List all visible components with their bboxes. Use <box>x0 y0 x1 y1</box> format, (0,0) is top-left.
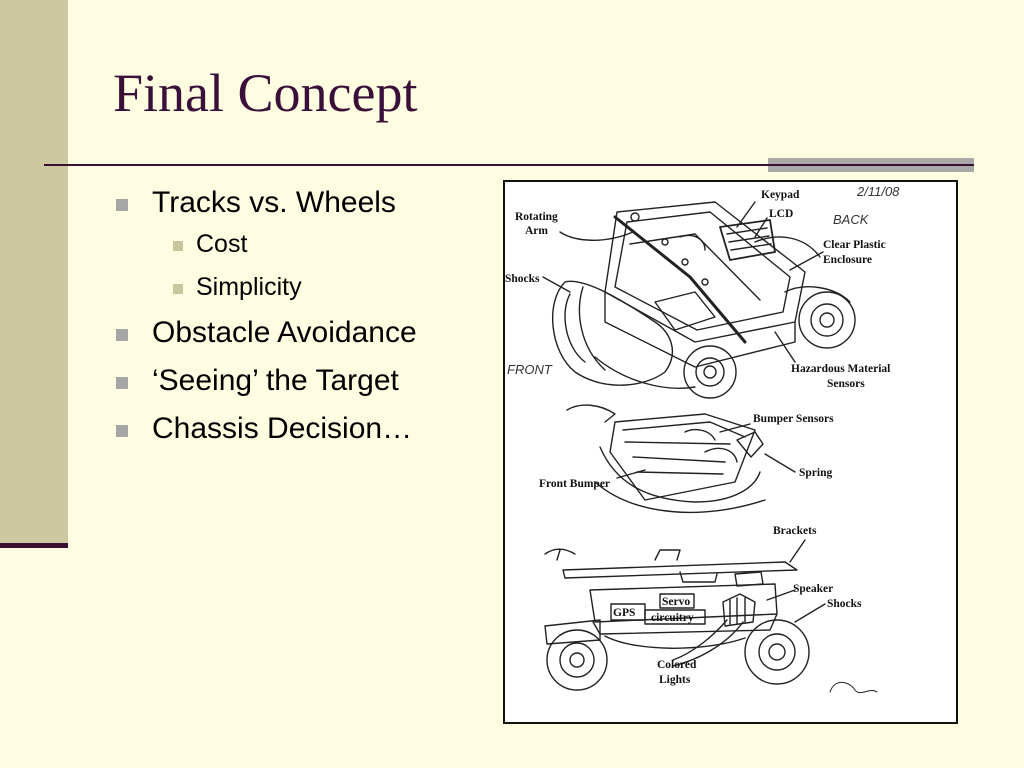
tracked-robot-sketch <box>552 201 856 399</box>
sub-bullet-marker-icon <box>173 284 183 294</box>
label-colored: Colored <box>657 659 697 671</box>
bullet-marker-icon <box>116 377 128 389</box>
bullet-marker-icon <box>116 199 128 211</box>
label-shocks-top: Shocks <box>505 273 540 285</box>
bullet-item: Obstacle Avoidance <box>112 318 417 348</box>
bullet-list: Tracks vs. Wheels Cost Simplicity Obstac… <box>112 188 417 462</box>
bullet-text: Tracks vs. Wheels <box>152 186 396 219</box>
sketch-drawing: 2/11/08 Keypad LCD BACK Rotating Arm Cle… <box>505 184 900 694</box>
label-spring: Spring <box>799 467 832 479</box>
sub-bullet-text: Cost <box>196 230 248 258</box>
label-hazardous-sensors: Sensors <box>827 378 865 390</box>
label-speaker: Speaker <box>793 583 833 595</box>
label-lcd: LCD <box>769 208 793 220</box>
bullet-marker-icon <box>116 329 128 341</box>
sub-bullet-text: Simplicity <box>196 273 302 301</box>
label-lights: Lights <box>659 674 691 686</box>
sub-bullet-item: Cost <box>152 232 417 257</box>
bullet-marker-icon <box>116 425 128 437</box>
label-rotating-arm: Rotating <box>515 211 558 223</box>
label-enclosure: Enclosure <box>823 254 872 266</box>
label-circuitry: circuitry <box>651 612 694 624</box>
title-divider-accent <box>768 158 974 172</box>
bullet-item: Tracks vs. Wheels Cost Simplicity <box>112 188 417 300</box>
title-divider <box>44 164 974 166</box>
sketch-date: 2/11/08 <box>856 184 900 199</box>
label-keypad: Keypad <box>761 189 800 201</box>
wheeled-robot-sketch <box>544 548 810 691</box>
label-shocks-bottom: Shocks <box>827 598 862 610</box>
sub-bullet-list: Cost Simplicity <box>152 232 417 300</box>
bullet-item: ‘Seeing’ the Target <box>112 366 417 396</box>
left-decorative-bar <box>0 0 68 548</box>
slide-title: Final Concept <box>113 63 418 123</box>
label-bumper-sensors: Bumper Sensors <box>753 413 834 425</box>
label-rotating-arm-2: Arm <box>525 225 548 237</box>
front-bumper-sketch <box>566 404 766 514</box>
bullet-item: Chassis Decision… <box>112 414 417 444</box>
bullet-text: Obstacle Avoidance <box>152 316 417 349</box>
bullet-text: ‘Seeing’ the Target <box>152 364 399 397</box>
bullet-text: Chassis Decision… <box>152 412 413 445</box>
label-brackets: Brackets <box>773 525 817 537</box>
label-hazardous-material: Hazardous Material <box>791 363 890 375</box>
label-clear-plastic: Clear Plastic <box>823 239 886 251</box>
sub-bullet-marker-icon <box>173 241 183 251</box>
sub-bullet-item: Simplicity <box>152 275 417 300</box>
left-bar-accent-line <box>0 543 68 548</box>
sketch-back-label: BACK <box>833 212 870 227</box>
label-servo: Servo <box>662 596 690 608</box>
robot-concept-sketch: 2/11/08 Keypad LCD BACK Rotating Arm Cle… <box>503 180 958 724</box>
label-front-bumper: Front Bumper <box>539 478 610 490</box>
label-gps: GPS <box>613 607 635 619</box>
sketch-front-label: FRONT <box>507 362 553 377</box>
